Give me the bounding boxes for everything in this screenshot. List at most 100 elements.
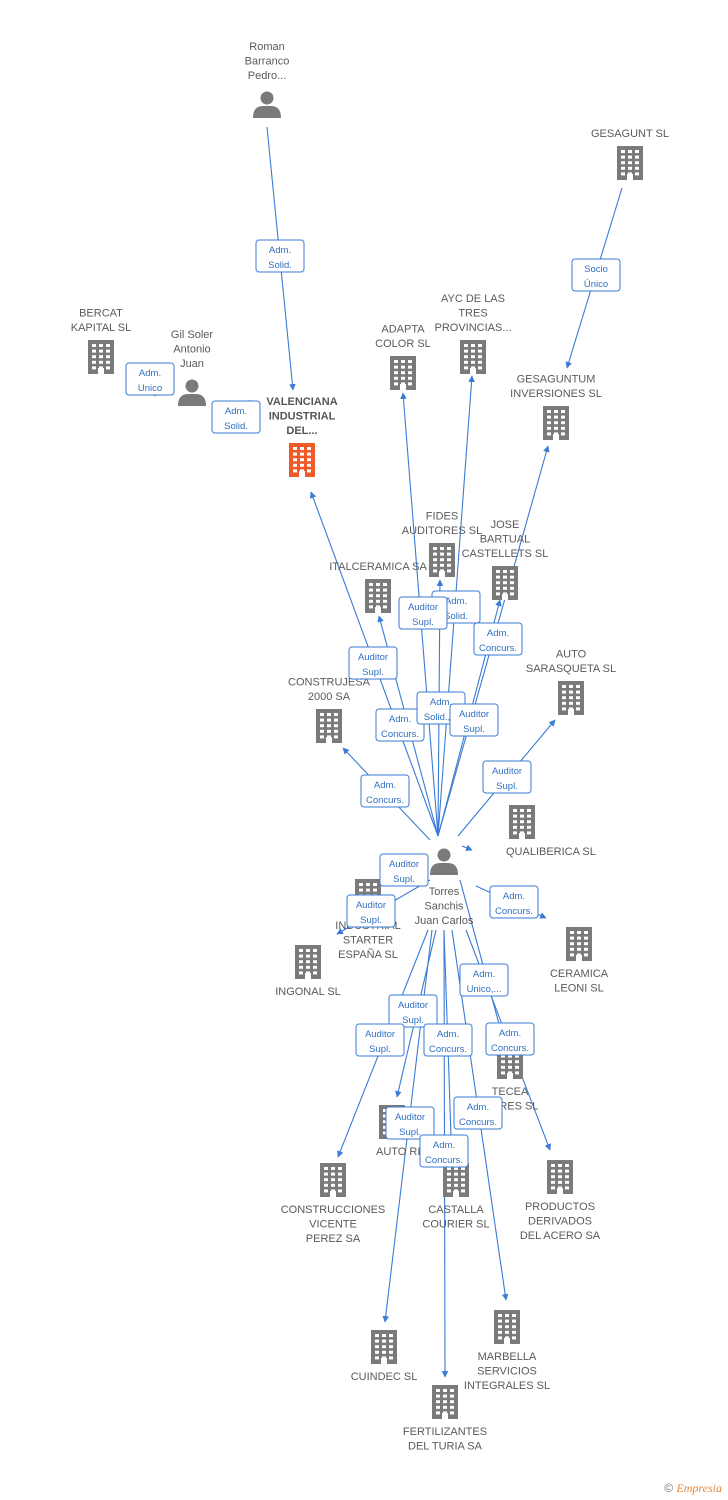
relation-label[interactable]: Adm.Concurs.: [453, 1096, 503, 1130]
node-label-gesaguntum: INVERSIONES SL: [510, 388, 602, 400]
node-gesagunt[interactable]: GESAGUNT SL: [591, 128, 669, 180]
node-label-construjesa: CONSTRUJESA: [288, 677, 371, 689]
relation-label[interactable]: Adm.Concurs.: [360, 774, 410, 808]
relation-text: Auditor: [356, 900, 386, 911]
node-label-adapta: COLOR SL: [375, 338, 431, 350]
building-icon: [429, 543, 455, 577]
node-ingonal[interactable]: INGONAL SL: [275, 945, 341, 998]
node-label-italceramica: ITALCERAMICA SA: [329, 561, 427, 573]
node-label-ayc: TRES: [458, 308, 487, 320]
node-label-construcciones_vicente: PEREZ SA: [306, 1233, 361, 1245]
footer-credit: © Empresia: [664, 1481, 722, 1496]
node-label-roman: Barranco: [245, 56, 290, 68]
node-label-fides: FIDES: [426, 511, 458, 523]
node-gesaguntum[interactable]: GESAGUNTUM INVERSIONES SL: [510, 374, 602, 441]
relation-box: [375, 708, 425, 742]
relation-text: Concurs.: [429, 1044, 467, 1055]
node-ayc[interactable]: AYC DE LASTRESPROVINCIAS...: [434, 293, 512, 374]
node-label-construcciones_vicente: CONSTRUCCIONES: [281, 1204, 386, 1216]
relation-box: [379, 853, 429, 887]
node-label-productos: DERIVADOS: [528, 1216, 592, 1228]
node-label-gesaguntum: GESAGUNTUM: [517, 374, 596, 386]
relation-text: Supl.: [412, 617, 434, 628]
relation-text: Adm.: [487, 628, 509, 639]
relation-text: Auditor: [398, 1000, 428, 1011]
relation-label[interactable]: Adm. Concurs.: [419, 1134, 469, 1168]
relation-box: [360, 774, 410, 808]
building-icon: [88, 340, 114, 374]
building-icon: [316, 709, 342, 743]
node-adapta[interactable]: ADAPTA COLOR SL: [375, 324, 431, 391]
node-valenciana[interactable]: VALENCIANAINDUSTRIALDEL...: [266, 396, 338, 477]
building-icon: [547, 1160, 573, 1194]
node-label-valenciana: INDUSTRIAL: [269, 411, 336, 423]
node-label-auto_sarasqueta: AUTO: [556, 649, 587, 661]
relation-text: Socio: [584, 264, 608, 275]
relation-box: [398, 596, 448, 630]
relation-text: Adm.: [433, 1140, 455, 1151]
relation-label[interactable]: Adm.Concurs.: [423, 1023, 473, 1057]
relation-label[interactable]: Adm.Concurs.: [485, 1022, 535, 1056]
node-roman[interactable]: RomanBarrancoPedro...: [245, 41, 290, 118]
node-label-gilsoler: Gil Soler: [171, 329, 214, 341]
relation-label[interactable]: Adm.Unico,...: [459, 963, 509, 997]
node-label-cuindec: CUINDEC SL: [351, 1371, 418, 1383]
relation-label[interactable]: Adm.Concurs.: [375, 708, 425, 742]
brand-logo-text[interactable]: Empresia: [676, 1481, 722, 1495]
building-icon: [365, 579, 391, 613]
node-qualiberica[interactable]: QUALIBERICA SL: [506, 805, 596, 858]
node-label-auto_sarasqueta: SARASQUETA SL: [526, 663, 616, 675]
node-label-fertilizantes: DEL TURIA SA: [408, 1441, 483, 1453]
node-cuindec[interactable]: CUINDEC SL: [351, 1330, 418, 1383]
building-icon: [390, 356, 416, 390]
relation-label[interactable]: Adm.Concurs.: [489, 885, 539, 919]
relation-label[interactable]: Adm.Solid.: [255, 239, 305, 273]
node-italceramica[interactable]: ITALCERAMICA SA: [329, 561, 427, 613]
relation-box: [453, 1096, 503, 1130]
relation-label[interactable]: Adm.Unico: [125, 362, 175, 396]
building-icon: [558, 681, 584, 715]
building-icon: [566, 927, 592, 961]
node-label-ceramica_leoni: LEONI SL: [554, 983, 604, 995]
relation-text: Concurs.: [381, 729, 419, 740]
node-label-adapta: ADAPTA: [381, 324, 425, 336]
relation-label[interactable]: Adm.Solid.: [211, 400, 261, 434]
node-label-qualiberica: QUALIBERICA SL: [506, 846, 596, 858]
relation-text: Supl.: [496, 781, 518, 792]
relation-box: [125, 362, 175, 396]
node-auto_sarasqueta[interactable]: AUTO SARASQUETA SL: [526, 649, 616, 716]
relation-text: Supl.: [360, 915, 382, 926]
relation-box: [449, 703, 499, 737]
relation-box: [473, 622, 523, 656]
relation-text: Concurs.: [425, 1155, 463, 1166]
building-icon: [617, 146, 643, 180]
node-label-bercat: KAPITAL SL: [71, 322, 132, 334]
relation-label[interactable]: Adm.Concurs.: [473, 622, 523, 656]
relation-text: Adm.: [473, 969, 495, 980]
relation-text: Auditor: [358, 652, 388, 663]
building-icon: [509, 805, 535, 839]
